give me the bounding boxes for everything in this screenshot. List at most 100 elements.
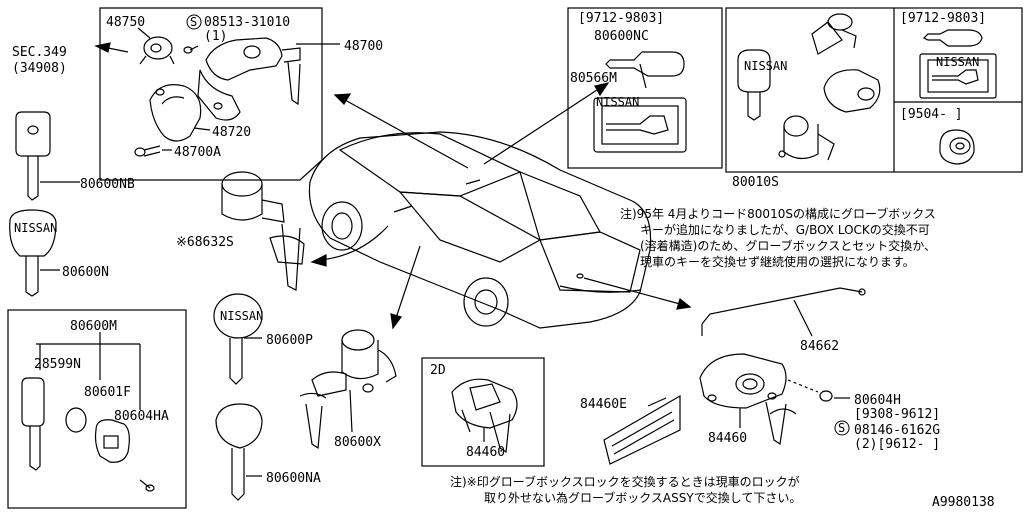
label-80010S: 80010S — [732, 175, 779, 190]
label-80600NB: 80600NB — [80, 177, 135, 192]
label-48750: 48750 — [106, 15, 145, 30]
label-2d: 2D — [430, 363, 446, 378]
label-80600M: 80600M — [70, 319, 117, 334]
leader-80566M — [639, 63, 647, 89]
key-80600NB — [15, 111, 51, 201]
label-08146: 08146-6162G — [854, 423, 940, 438]
sec349-leader — [107, 47, 129, 53]
label-sec349: SEC.349 — [12, 45, 67, 60]
arrow-to-key-set — [483, 87, 601, 165]
2d-box — [421, 357, 545, 467]
label-plate-right — [919, 53, 997, 99]
label-nissan-plate-right: NISSAN — [936, 55, 979, 69]
bolt-48700A — [134, 145, 161, 157]
arrow-to-ignition — [344, 99, 469, 169]
label-48700: 48700 — [344, 39, 383, 54]
label-plate-80566M — [593, 97, 687, 153]
arrowhead-key-set — [594, 82, 610, 97]
label-80604H: 80604H — [854, 393, 901, 408]
label-68632S: ※68632S — [176, 235, 234, 250]
remote-80604HA — [94, 419, 130, 463]
arrowhead-trunk — [676, 297, 692, 310]
label-48720: 48720 — [212, 125, 251, 140]
leader-84662 — [793, 299, 813, 337]
label-80600NC: 80600NC — [594, 29, 649, 44]
key-80600P — [213, 293, 263, 385]
leader-48720 — [193, 127, 211, 131]
s-circle-08513 — [186, 14, 202, 30]
door-lock-80600X — [299, 329, 397, 450]
key-80010S — [737, 49, 771, 121]
label-nissan-key-n: NISSAN — [14, 221, 57, 235]
bolt-80604H — [787, 379, 833, 402]
note2-line1: 注)※印グローブボックスロックを交換するときは現車のロックが — [450, 474, 800, 489]
arrowhead-ignition — [333, 93, 352, 105]
key-80600M — [21, 377, 45, 471]
arrow-to-trunk — [583, 277, 681, 305]
label-date-left: [9712-9803] — [578, 11, 664, 26]
glove-arrowhead — [310, 254, 327, 267]
label-80600N: 80600N — [62, 265, 109, 280]
arrow-to-door-lock — [395, 245, 421, 319]
label-date-9504: [9504- ] — [900, 107, 963, 122]
note1-line1: 注)95年 4月よりコード80010Sの構成にグローブボックス — [620, 206, 936, 221]
label-84460E: 84460E — [580, 397, 627, 412]
arrowhead-door-lock — [390, 313, 402, 330]
label-80604H-date: [9308-9612] — [854, 407, 940, 422]
key-80600N — [9, 209, 57, 297]
screw-08513 — [183, 45, 199, 54]
label-diagram-code: A9980138 — [932, 495, 995, 510]
label-84460: 84460 — [708, 431, 747, 446]
label-80566M: 80566M — [570, 71, 617, 86]
ignition-cylinder-80010S — [811, 13, 857, 55]
label-28599N: 28599N — [34, 357, 81, 372]
key-80600NC-box — [567, 7, 723, 169]
label-80604HA: 80604HA — [114, 409, 169, 424]
note1-line3: (溶着構造)のため、グローブボックスとセット交換か、 — [640, 238, 936, 253]
key-80600NC — [605, 51, 685, 77]
lock-cylinder-48750 — [137, 27, 175, 65]
s-circle-08146 — [834, 420, 850, 436]
screw-80604HA — [139, 479, 155, 492]
label-date-right: [9712-9803] — [900, 11, 986, 26]
label-s-08513: S — [190, 15, 197, 29]
label-84662: 84662 — [800, 339, 839, 354]
note2-line2: 取り外せない為グローブボックスASSYで交換して下さい。 — [484, 490, 801, 505]
steering-lock-48700 — [197, 37, 301, 121]
transmitter-battery-80601F — [65, 407, 87, 433]
lock-set-box — [725, 7, 1023, 173]
label-sec349-sub: (34908) — [12, 61, 67, 76]
key-80600NA — [215, 403, 263, 501]
glove-leader-curve — [319, 225, 389, 261]
label-80600NA: 80600NA — [266, 471, 321, 486]
trunk-lock-2d — [451, 378, 518, 454]
door-cylinder-80010S — [778, 115, 835, 161]
note1-line2: キーが追加になりましたが、G/BOX LOCKの交換不可 — [640, 222, 930, 237]
rod-84662 — [701, 287, 866, 336]
glove-cylinder-80010S — [823, 69, 881, 113]
label-nissan-key-80010S: NISSAN — [744, 59, 787, 73]
label-80600P: 80600P — [266, 333, 313, 348]
kit-leaders — [36, 332, 141, 410]
label-s-08146: S — [838, 421, 845, 435]
label-80600X: 80600X — [334, 435, 381, 450]
label-48700A: 48700A — [174, 145, 221, 160]
key-9712-right — [922, 29, 983, 47]
car-body — [308, 131, 652, 329]
ignition-group-box — [99, 7, 323, 181]
key-kit-box — [7, 309, 187, 509]
leader-84460E — [647, 397, 667, 407]
label-08513: 08513-31010 — [204, 15, 290, 30]
label-08513-qty: (1) — [204, 29, 227, 44]
note1-line4: 現車のキーを交換せず継続使用の選択になります。 — [640, 254, 915, 269]
label-08146-qty: (2)[9612- ] — [854, 437, 940, 452]
sec349-arrowhead — [94, 42, 111, 53]
label-84460-box: 84460 — [466, 445, 505, 460]
clamp-48720 — [149, 84, 202, 142]
glove-cylinder-9504 — [939, 129, 975, 165]
bracket-84460E — [603, 394, 681, 465]
label-80601F: 80601F — [84, 385, 131, 400]
label-nissan-plate-left: NISSAN — [596, 95, 639, 109]
